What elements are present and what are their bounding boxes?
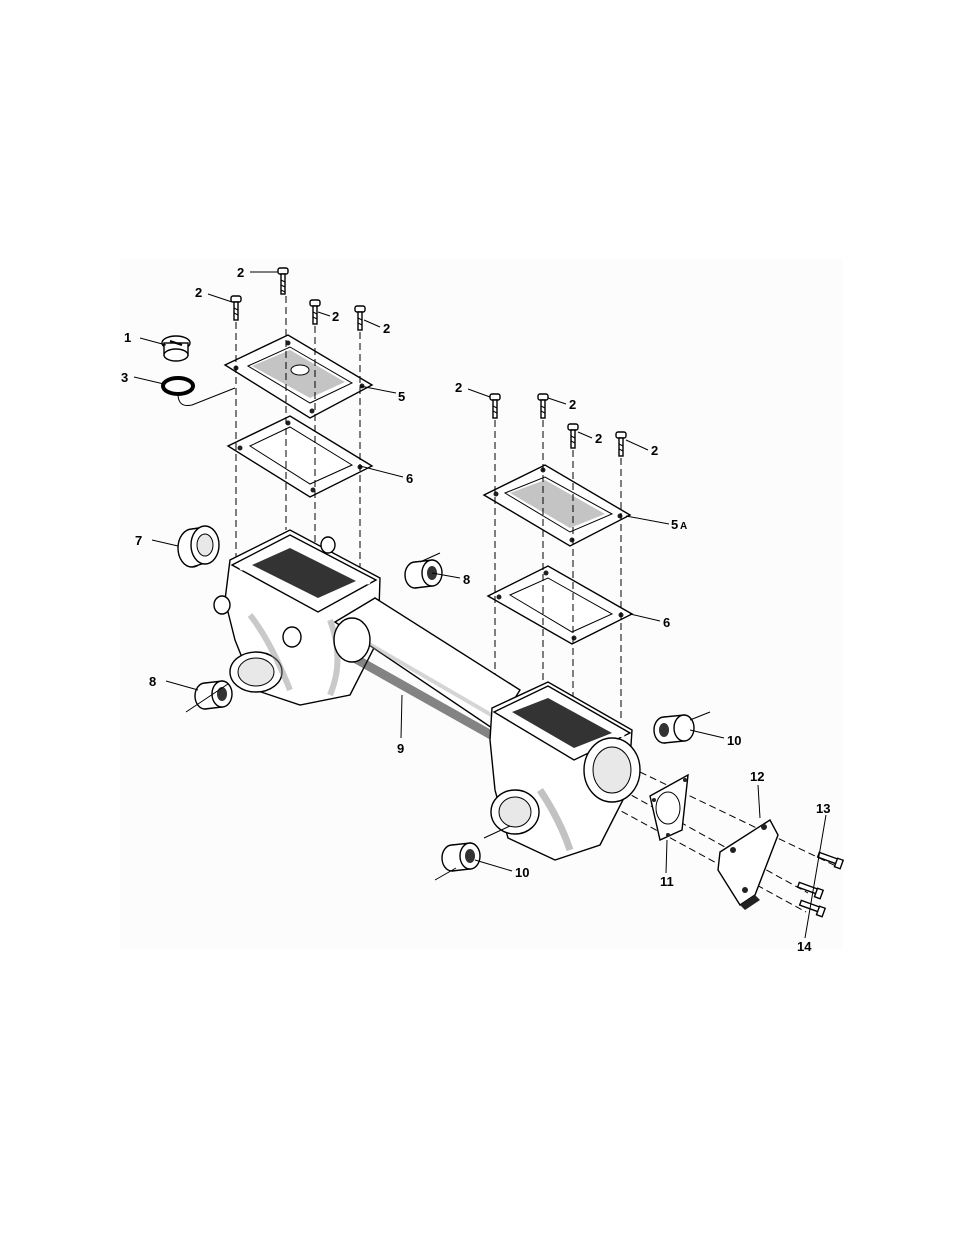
callout-9: 9 <box>397 741 404 756</box>
callout-5a-suffix: A <box>680 521 687 532</box>
callout-3: 3 <box>121 370 128 385</box>
callout-14: 14 <box>797 939 812 954</box>
callout-5: 5 <box>398 389 405 404</box>
callout-8: 8 <box>463 572 470 587</box>
callout-6: 6 <box>663 615 670 630</box>
callout-1: 1 <box>124 330 131 345</box>
callout-5a: 5 <box>671 517 678 532</box>
callout-10: 10 <box>515 865 529 880</box>
bearing-7 <box>178 526 219 567</box>
callout-2: 2 <box>383 321 390 336</box>
callout-2: 2 <box>332 309 339 324</box>
callout-2: 2 <box>195 285 202 300</box>
seal-10-lower <box>442 843 480 871</box>
callout-2: 2 <box>569 397 576 412</box>
callout-2: 2 <box>651 443 658 458</box>
callout-6: 6 <box>406 471 413 486</box>
callout-10: 10 <box>727 733 741 748</box>
callout-2: 2 <box>455 380 462 395</box>
callout-2: 2 <box>237 265 244 280</box>
callout-2: 2 <box>595 431 602 446</box>
callout-7: 7 <box>135 533 142 548</box>
callout-12: 12 <box>750 769 764 784</box>
callout-8: 8 <box>149 674 156 689</box>
filler-plug-1 <box>162 336 190 361</box>
callout-13: 13 <box>816 801 830 816</box>
callout-11: 11 <box>660 874 674 889</box>
seal-10-upper <box>654 715 694 743</box>
